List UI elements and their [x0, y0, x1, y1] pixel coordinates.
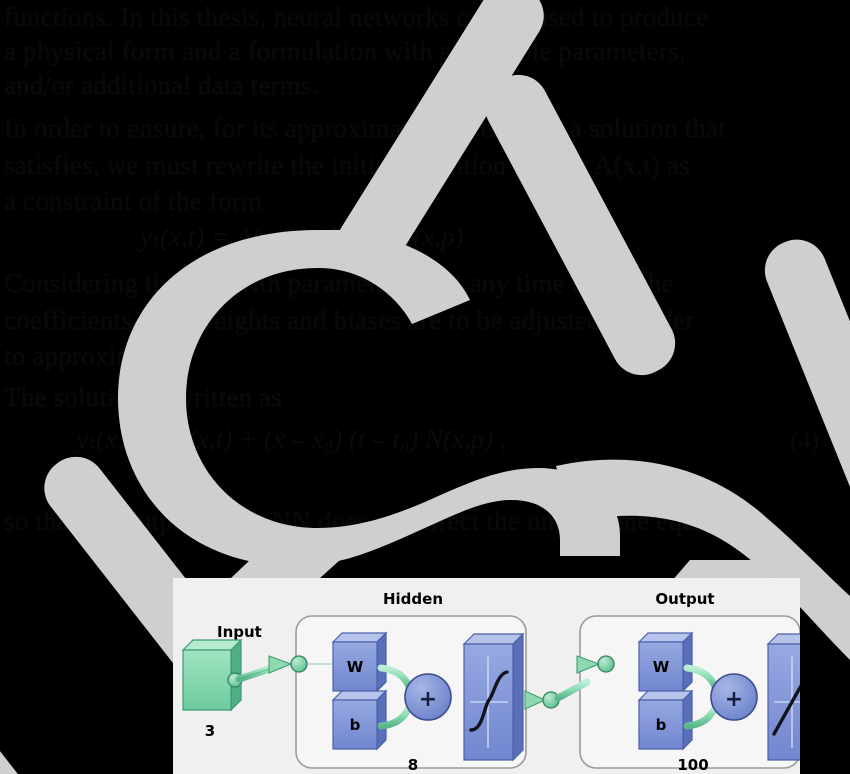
tansig-curve-icon	[469, 670, 509, 732]
output-weight-label: W	[653, 658, 670, 676]
body-line: to approximate.	[4, 341, 177, 371]
body-line: In order to ensure, for its approximatio…	[4, 113, 726, 143]
body-line: The solution is written as	[4, 382, 283, 412]
body-line: Considering the NN with parameters p, at…	[4, 268, 674, 298]
output-bias-label: b	[656, 716, 667, 734]
body-line: so that the output of the NN does not af…	[4, 506, 758, 536]
hidden-weight-label: W	[347, 658, 364, 676]
hidden-sum-label: +	[419, 687, 437, 712]
body-line: functions. In this thesis, neural networ…	[4, 2, 709, 32]
body-line: a physical form and a formulation with a…	[4, 36, 686, 66]
output-sum-label: +	[725, 687, 743, 712]
hidden-size-label: 8	[408, 756, 418, 774]
output-sum-node: +	[710, 673, 758, 721]
output-weight-block: W	[637, 631, 694, 693]
output-bias-block: b	[637, 689, 694, 751]
hidden-transfer-function-block	[462, 632, 525, 762]
output-transfer-function-block	[766, 633, 800, 761]
input-size-label: 3	[205, 722, 215, 740]
equation-trial-solution: yₜ(x,t) = A(x,t) + (x – x₀) (t – t₀) N(x…	[76, 424, 507, 454]
hidden-weight-block: W	[331, 631, 388, 693]
input-label: Input	[217, 623, 262, 641]
body-line: satisfies, we must rewrite the initial c…	[4, 150, 691, 180]
hidden-layer-title: Hidden	[383, 590, 443, 608]
hidden-to-output-connection	[519, 655, 645, 710]
purelin-line-icon	[772, 684, 800, 736]
output-layer-title: Output	[655, 590, 714, 608]
equation-initial-condition: yₜ(x,t) = A(x,t) + B(x,t) N(x,p)	[140, 222, 464, 252]
hidden-sum-node: +	[404, 673, 452, 721]
body-line: and/or additional data terms.	[4, 70, 319, 100]
equation-number: (4)	[790, 428, 820, 455]
hidden-bias-label: b	[350, 716, 361, 734]
hidden-bias-block: b	[331, 689, 388, 751]
network-architecture-svg: Hidden Output Input 3	[173, 578, 800, 774]
neural-network-diagram: Hidden Output Input 3	[173, 578, 800, 774]
body-line: coefficients. The weights and biases are…	[4, 305, 695, 335]
output-size-label: 100	[677, 756, 708, 774]
body-line: a constraint of the form	[4, 186, 263, 216]
